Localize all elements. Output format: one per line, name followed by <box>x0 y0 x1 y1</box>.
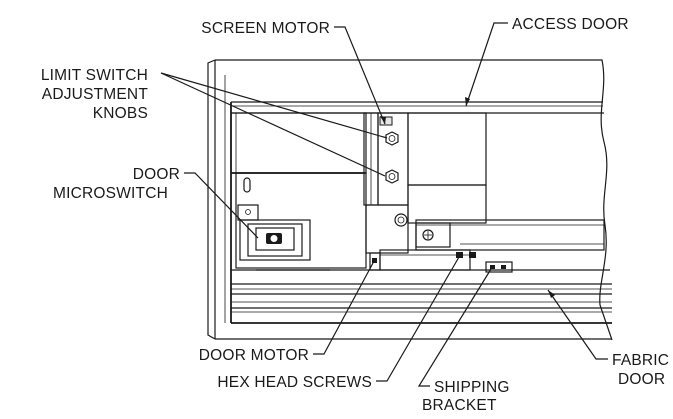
label-screen-motor: SCREEN MOTOR <box>201 20 330 37</box>
hex-head-screw <box>456 252 463 258</box>
hex-head-screw <box>469 252 476 258</box>
label-shipping-bracket-line1: SHIPPING <box>434 379 510 396</box>
limit-switch-knob <box>385 169 399 184</box>
label-limit-switch-line3: KNOBS <box>93 105 148 122</box>
door-motor <box>365 204 471 271</box>
access-door-panel <box>407 112 487 224</box>
fabric-door-rails <box>231 269 612 324</box>
roller-shaft <box>415 219 605 251</box>
leader-lines <box>160 22 608 387</box>
screen-motor-unit <box>363 112 409 206</box>
label-shipping-bracket-line2: BRACKET <box>422 397 497 414</box>
microswitch-panel <box>235 172 367 271</box>
label-door-microswitch-line2: MICROSWITCH <box>53 185 168 202</box>
limit-switch-compartment <box>230 112 367 174</box>
top-rail <box>231 101 604 114</box>
label-fabric-door-line1: FABRIC <box>612 352 669 369</box>
label-door-motor: DOOR MOTOR <box>199 347 309 364</box>
label-door-microswitch-line1: DOOR <box>133 166 180 183</box>
label-hex-head-screws: HEX HEAD SCREWS <box>217 374 372 391</box>
label-access-door: ACCESS DOOR <box>512 16 629 33</box>
label-limit-switch-line2: ADJUSTMENT <box>42 86 149 103</box>
label-fabric-door-line2: DOOR <box>618 371 665 388</box>
shipping-bracket <box>485 261 513 273</box>
label-limit-switch-line1: LIMIT SWITCH <box>41 67 148 84</box>
limit-switch-knob <box>385 131 399 146</box>
